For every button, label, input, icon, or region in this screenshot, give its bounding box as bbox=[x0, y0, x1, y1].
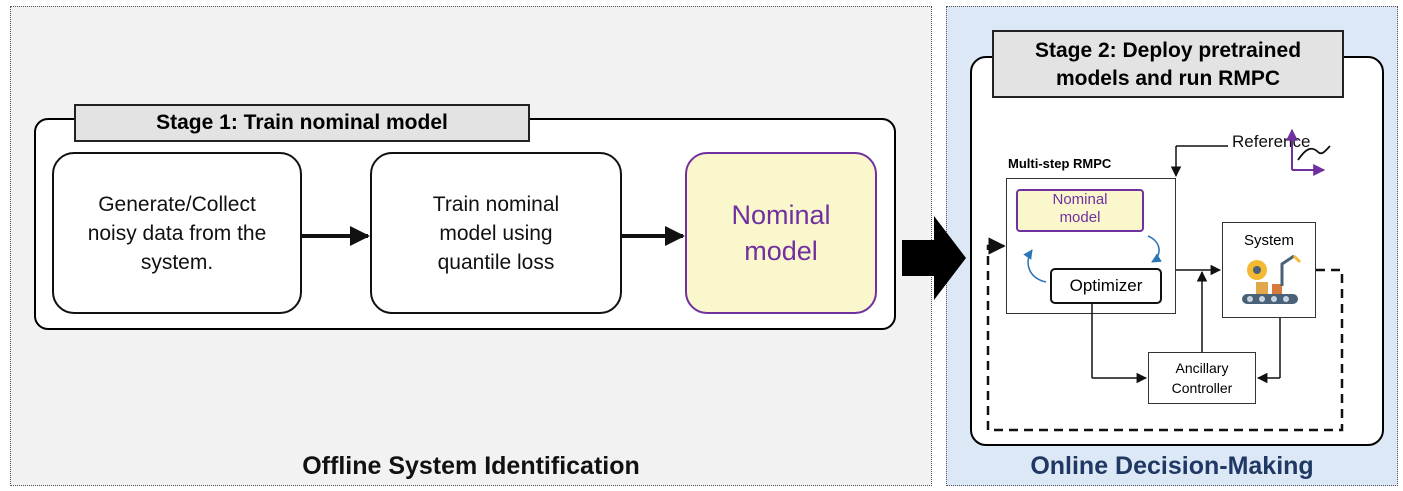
step-train-line: Train nominal bbox=[432, 192, 560, 216]
step-collect-data: Generate/Collect noisy data from the sys… bbox=[52, 152, 302, 314]
step-collect-line: noisy data from the bbox=[87, 221, 267, 245]
nominal-model-line: model bbox=[1059, 209, 1101, 226]
step-train-line: quantile loss bbox=[437, 250, 555, 274]
system-label: System bbox=[1243, 232, 1294, 249]
ancillary-controller-block: Ancillary Controller bbox=[1148, 352, 1256, 404]
stage1-title: Stage 1: Train nominal model bbox=[74, 104, 530, 142]
nominal-model-block: Nominal model bbox=[1016, 189, 1144, 232]
step-nominal-line: model bbox=[744, 236, 818, 266]
stage2-title-line: models and run RMPC bbox=[1055, 67, 1281, 90]
step-collect-line: system. bbox=[140, 250, 214, 274]
step-train-model: Train nominal model using quantile loss bbox=[370, 152, 622, 314]
optimizer-block: Optimizer bbox=[1050, 268, 1162, 304]
online-caption: Online Decision-Making bbox=[1030, 452, 1314, 480]
stage2-title: Stage 2: Deploy pretrained models and ru… bbox=[992, 30, 1344, 98]
step-train-line: model using bbox=[439, 221, 553, 245]
step-collect-line: Generate/Collect bbox=[98, 192, 256, 216]
stage2-title-line: Stage 2: Deploy pretrained bbox=[1034, 39, 1302, 62]
ancillary-line: Ancillary bbox=[1175, 360, 1229, 376]
step-nominal-model: Nominal model bbox=[685, 152, 877, 314]
step-nominal-line: Nominal bbox=[731, 200, 831, 230]
nominal-model-line: Nominal bbox=[1052, 191, 1108, 208]
offline-caption: Offline System Identification bbox=[302, 452, 640, 480]
ancillary-line: Controller bbox=[1171, 380, 1233, 396]
reference-label: Reference bbox=[1232, 132, 1311, 151]
rmpc-label: Multi-step RMPC bbox=[1008, 156, 1112, 171]
